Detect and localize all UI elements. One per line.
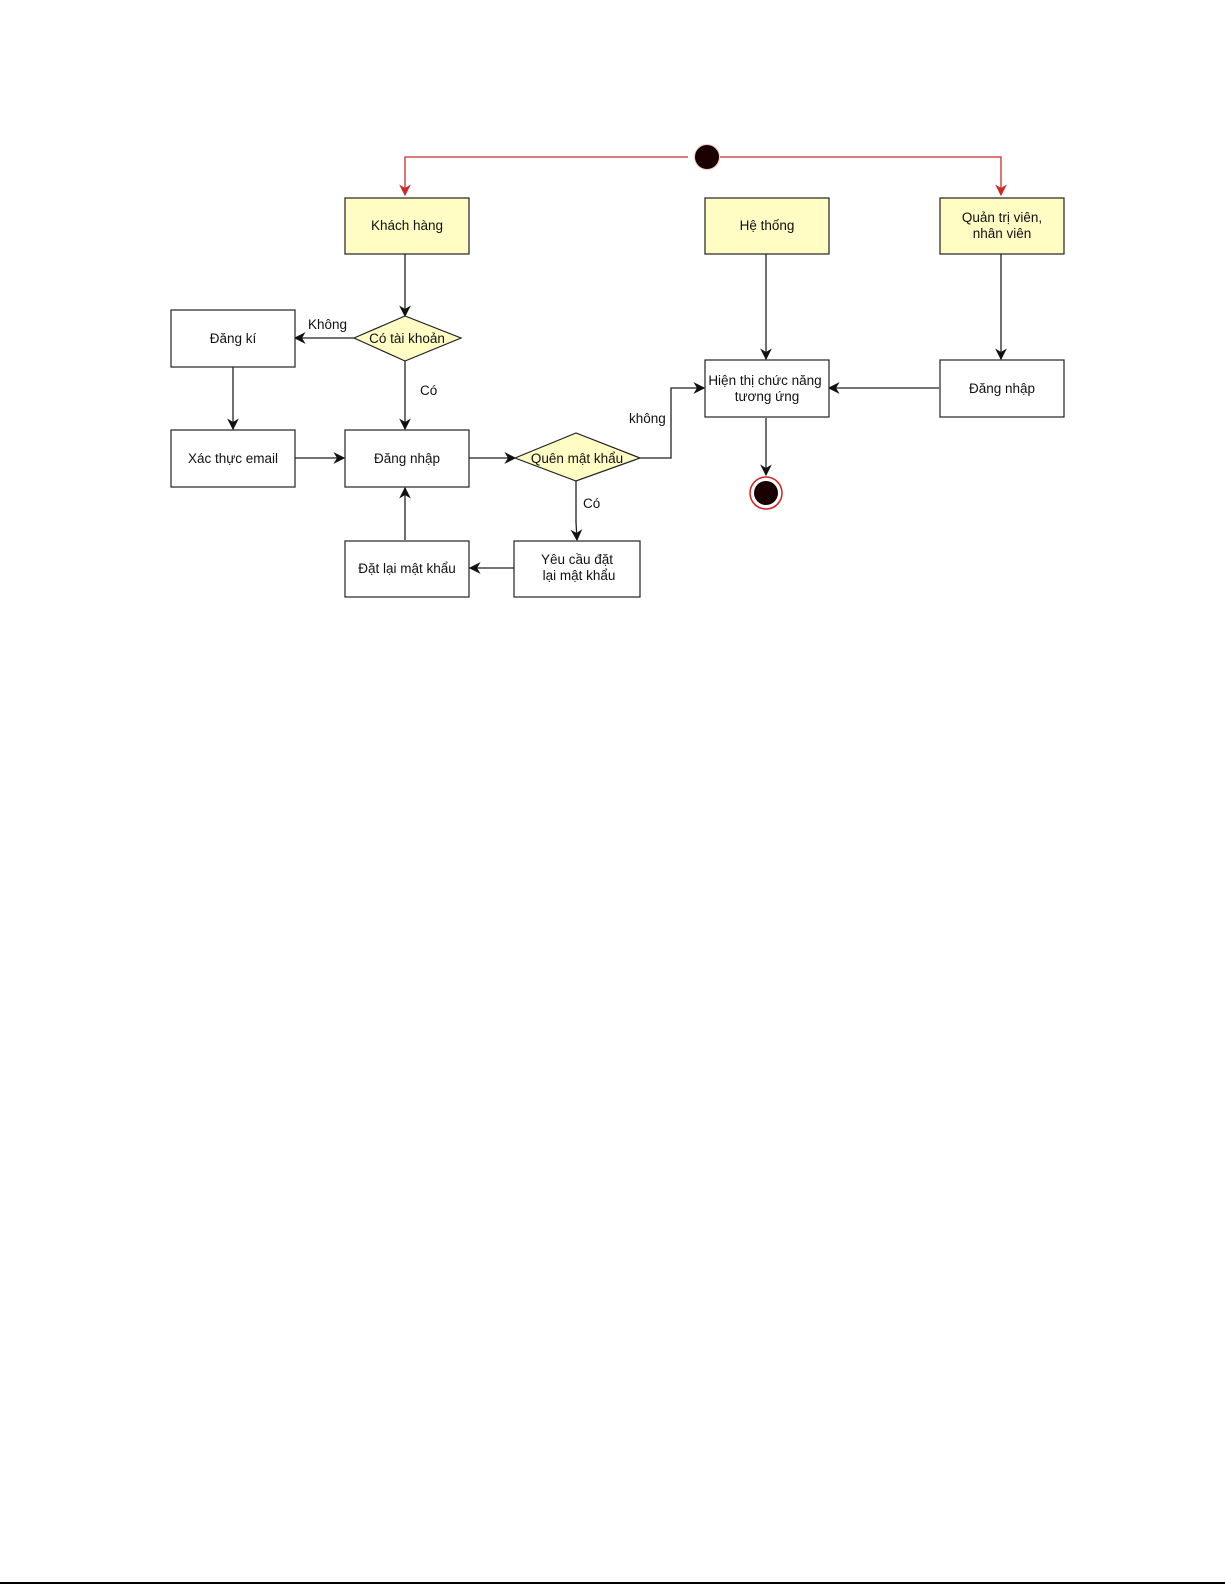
decision-quen-mat-khau-label: Quên mật khẩu — [531, 451, 623, 466]
action-hien-thi-line1: Hiện thị chức năng — [708, 373, 821, 388]
action-dang-nhap-quan-tri: Đăng nhập — [939, 359, 1065, 418]
actor-he-thong: Hệ thống — [704, 197, 830, 255]
action-dat-lai-mat-khau-label: Đặt lại mật khẩu — [358, 561, 456, 576]
actor-quan-tri-label-line2: nhân viên — [973, 226, 1032, 241]
action-xac-thuc-email-label: Xác thực email — [188, 451, 278, 466]
action-xac-thuc-email: Xác thực email — [170, 429, 296, 488]
decision-co-tai-khoan: Có tài khoản — [352, 315, 463, 362]
action-dat-lai-mat-khau: Đặt lại mật khẩu — [344, 540, 470, 598]
action-dang-ki: Đăng kí — [170, 309, 296, 368]
edge-label-khong-2: không — [629, 411, 666, 426]
actor-khach-hang: Khách hàng — [344, 197, 470, 255]
flow-edges — [227, 254, 1007, 574]
actor-khach-hang-label: Khách hàng — [371, 218, 443, 233]
action-dang-nhap-khach-hang: Đăng nhập — [344, 429, 470, 488]
action-dang-ki-label: Đăng kí — [210, 331, 257, 346]
action-dang-nhap-khach-hang-label: Đăng nhập — [374, 451, 440, 466]
actor-he-thong-label: Hệ thống — [740, 218, 795, 233]
page-bottom-rule — [0, 1582, 1225, 1584]
action-hien-thi-chuc-nang: Hiện thị chức năng tương ứng — [704, 359, 830, 418]
edge-label-co-2: Có — [583, 496, 600, 511]
action-hien-thi-line2: tương ứng — [735, 389, 799, 404]
action-yeu-cau-dat-lai: Yêu cầu đặt lại mật khẩu — [513, 540, 641, 598]
actor-quan-tri: Quản trị viên, nhân viên — [939, 197, 1065, 255]
initial-node — [694, 144, 720, 170]
edge-start-to-quan-tri — [720, 156, 1007, 197]
edge-quen-mat-khau-to-hien-thi — [640, 382, 706, 459]
decision-co-tai-khoan-label: Có tài khoản — [369, 331, 445, 346]
final-node — [749, 476, 783, 510]
edge-start-to-khach-hang — [399, 156, 688, 197]
actor-quan-tri-label-line1: Quản trị viên, — [962, 210, 1042, 225]
initial-edges — [399, 156, 1007, 197]
action-dang-nhap-quan-tri-label: Đăng nhập — [969, 381, 1035, 396]
edge-quen-mat-khau-to-yeu-cau — [570, 481, 583, 542]
edge-label-co-1: Có — [420, 383, 437, 398]
decision-quen-mat-khau: Quên mật khẩu — [513, 432, 642, 482]
action-yeu-cau-dat-lai-line2: lại mật khẩu — [543, 568, 616, 583]
action-yeu-cau-dat-lai-line1: Yêu cầu đặt — [541, 552, 613, 567]
edge-label-khong: Không — [308, 317, 347, 332]
